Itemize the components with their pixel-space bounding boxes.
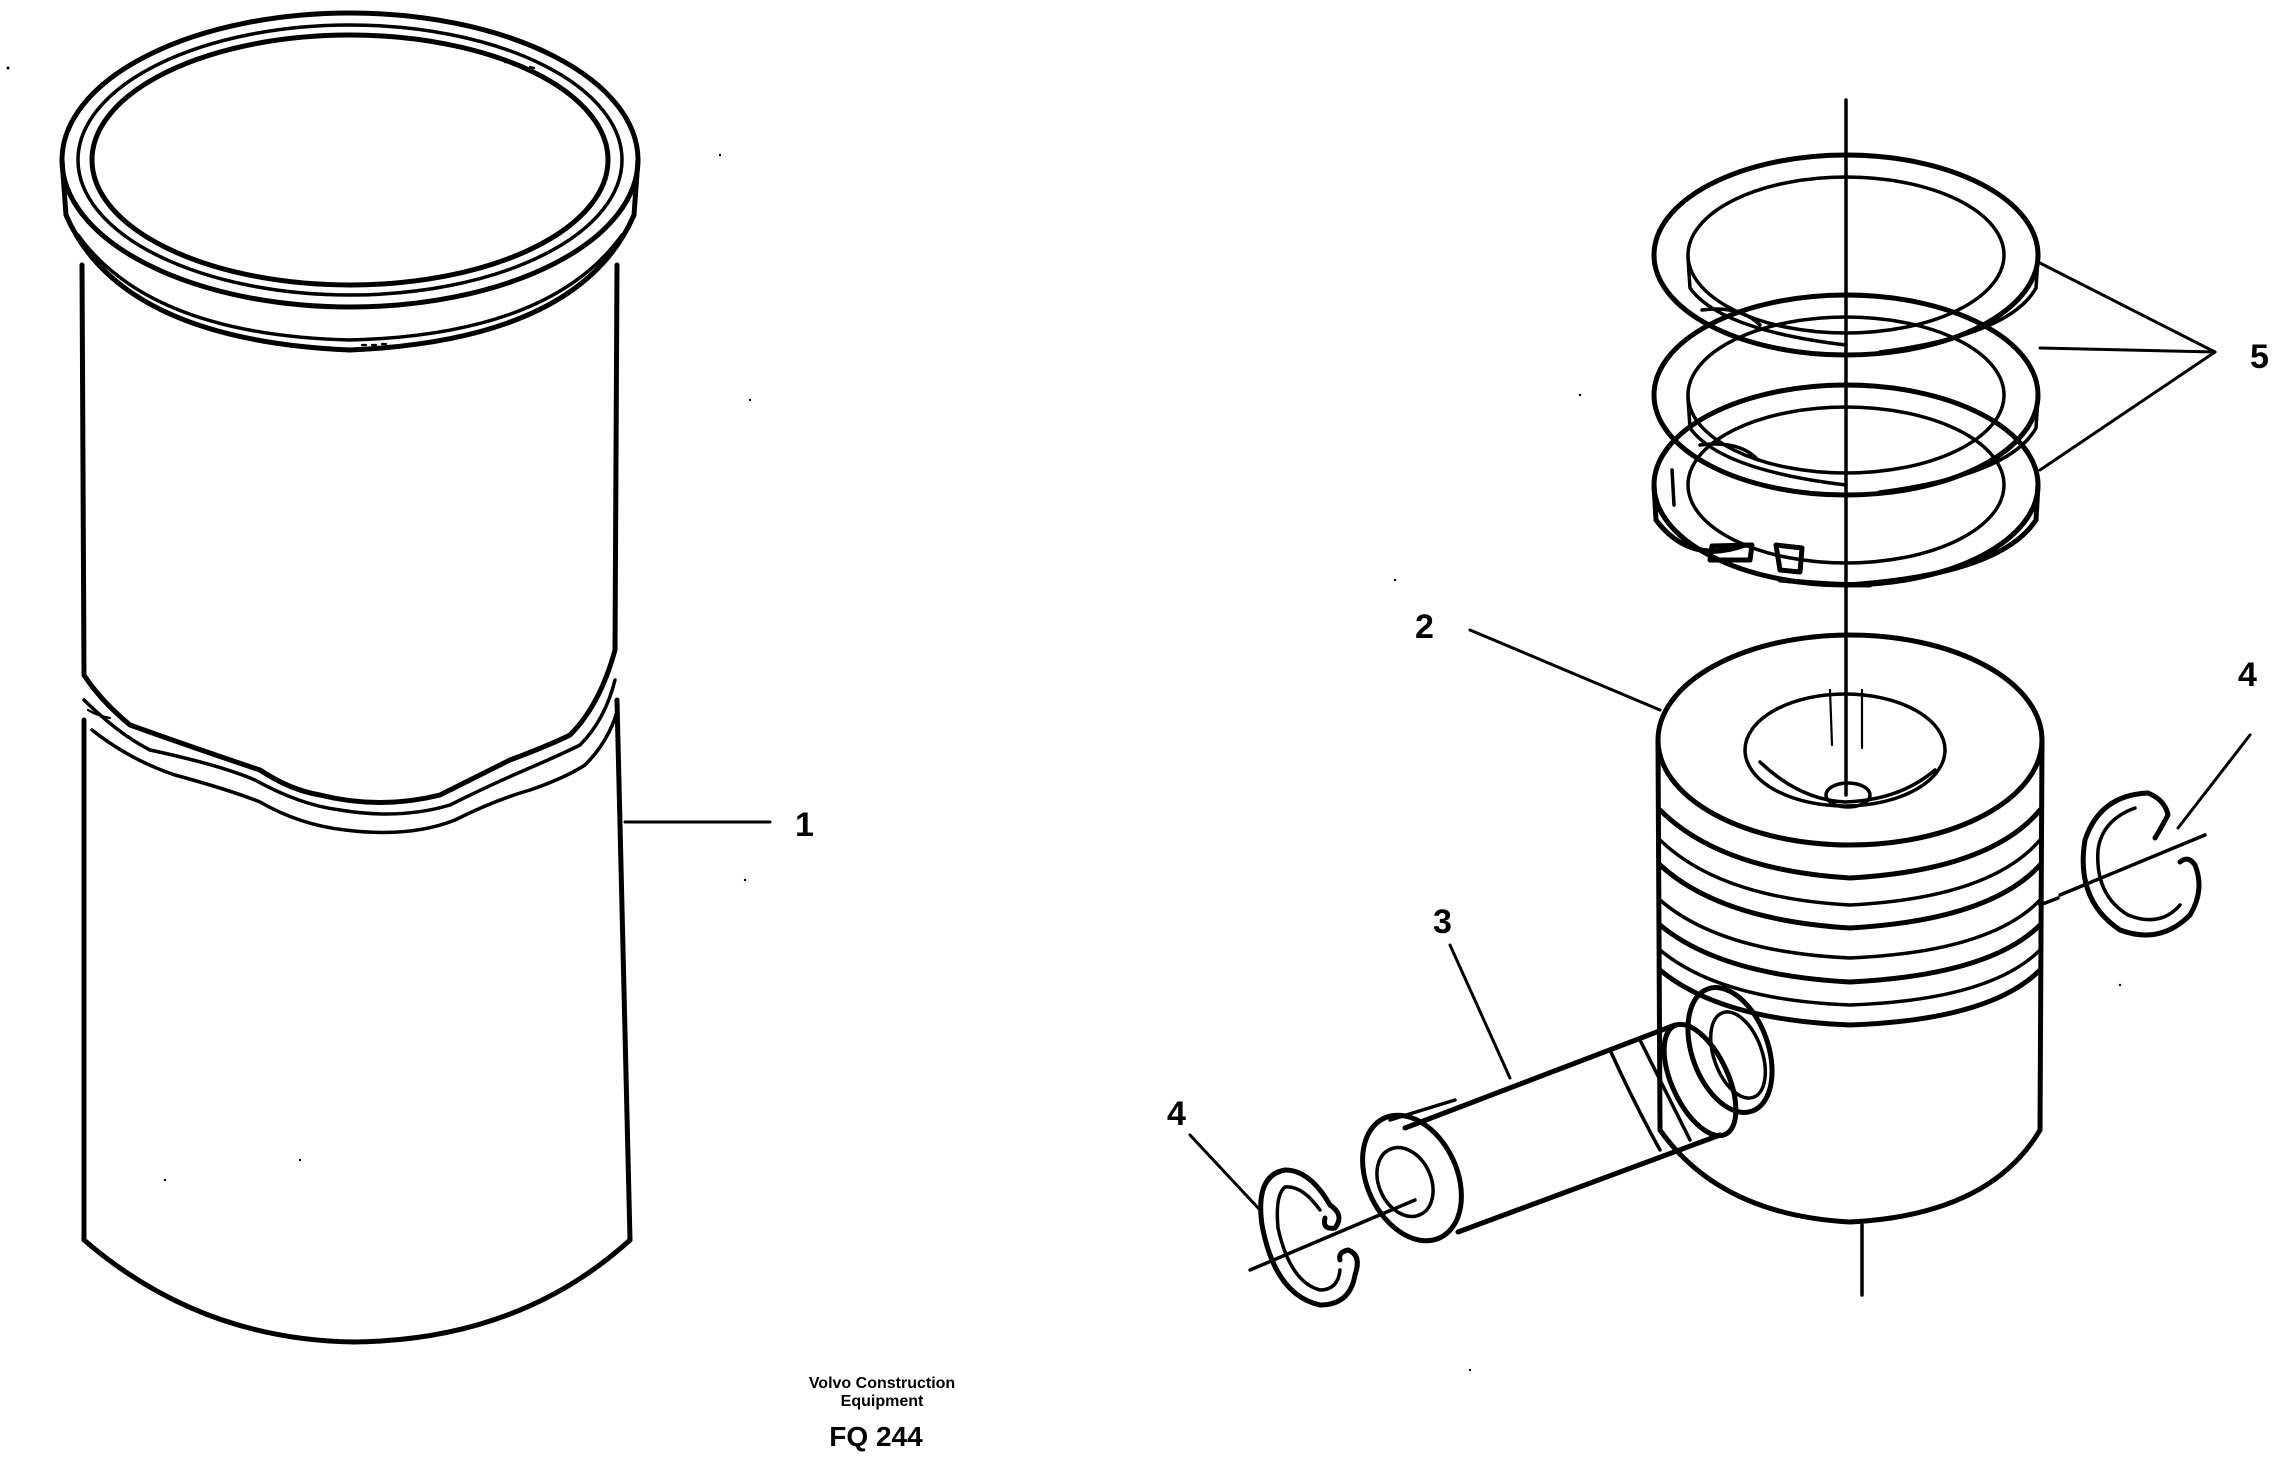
piston-pin-icon (1360, 1021, 1739, 1244)
callout-4-right: 4 (2238, 656, 2257, 694)
scan-speckles (6, 66, 2122, 1372)
caption-block: Volvo Construction Equipment FQ 244 (809, 1375, 955, 1452)
callout-1: 1 (795, 806, 814, 844)
callout-3: 3 (1433, 903, 1452, 941)
callout-5: 5 (2250, 338, 2269, 376)
circlip-icon (2038, 790, 2207, 938)
circlip-icon (1248, 1167, 1417, 1308)
figure-code: FQ 244 (829, 1421, 923, 1452)
leader-lines-5 (2036, 260, 2217, 472)
piston-ring-set-icon (1651, 98, 2041, 797)
leader-line-3 (1448, 943, 1512, 1080)
piston-icon (1655, 632, 2045, 1297)
leader-line-4-left (1188, 1133, 1262, 1212)
cylinder-liner-icon (59, 10, 641, 1345)
leader-line-2 (1468, 628, 1662, 712)
callout-2: 2 (1415, 608, 1434, 646)
callout-4-left: 4 (1167, 1095, 1186, 1133)
caption-line-1: Volvo Construction (809, 1375, 955, 1392)
leader-line-4-right (2176, 733, 2252, 830)
caption-line-2: Equipment (841, 1393, 924, 1410)
